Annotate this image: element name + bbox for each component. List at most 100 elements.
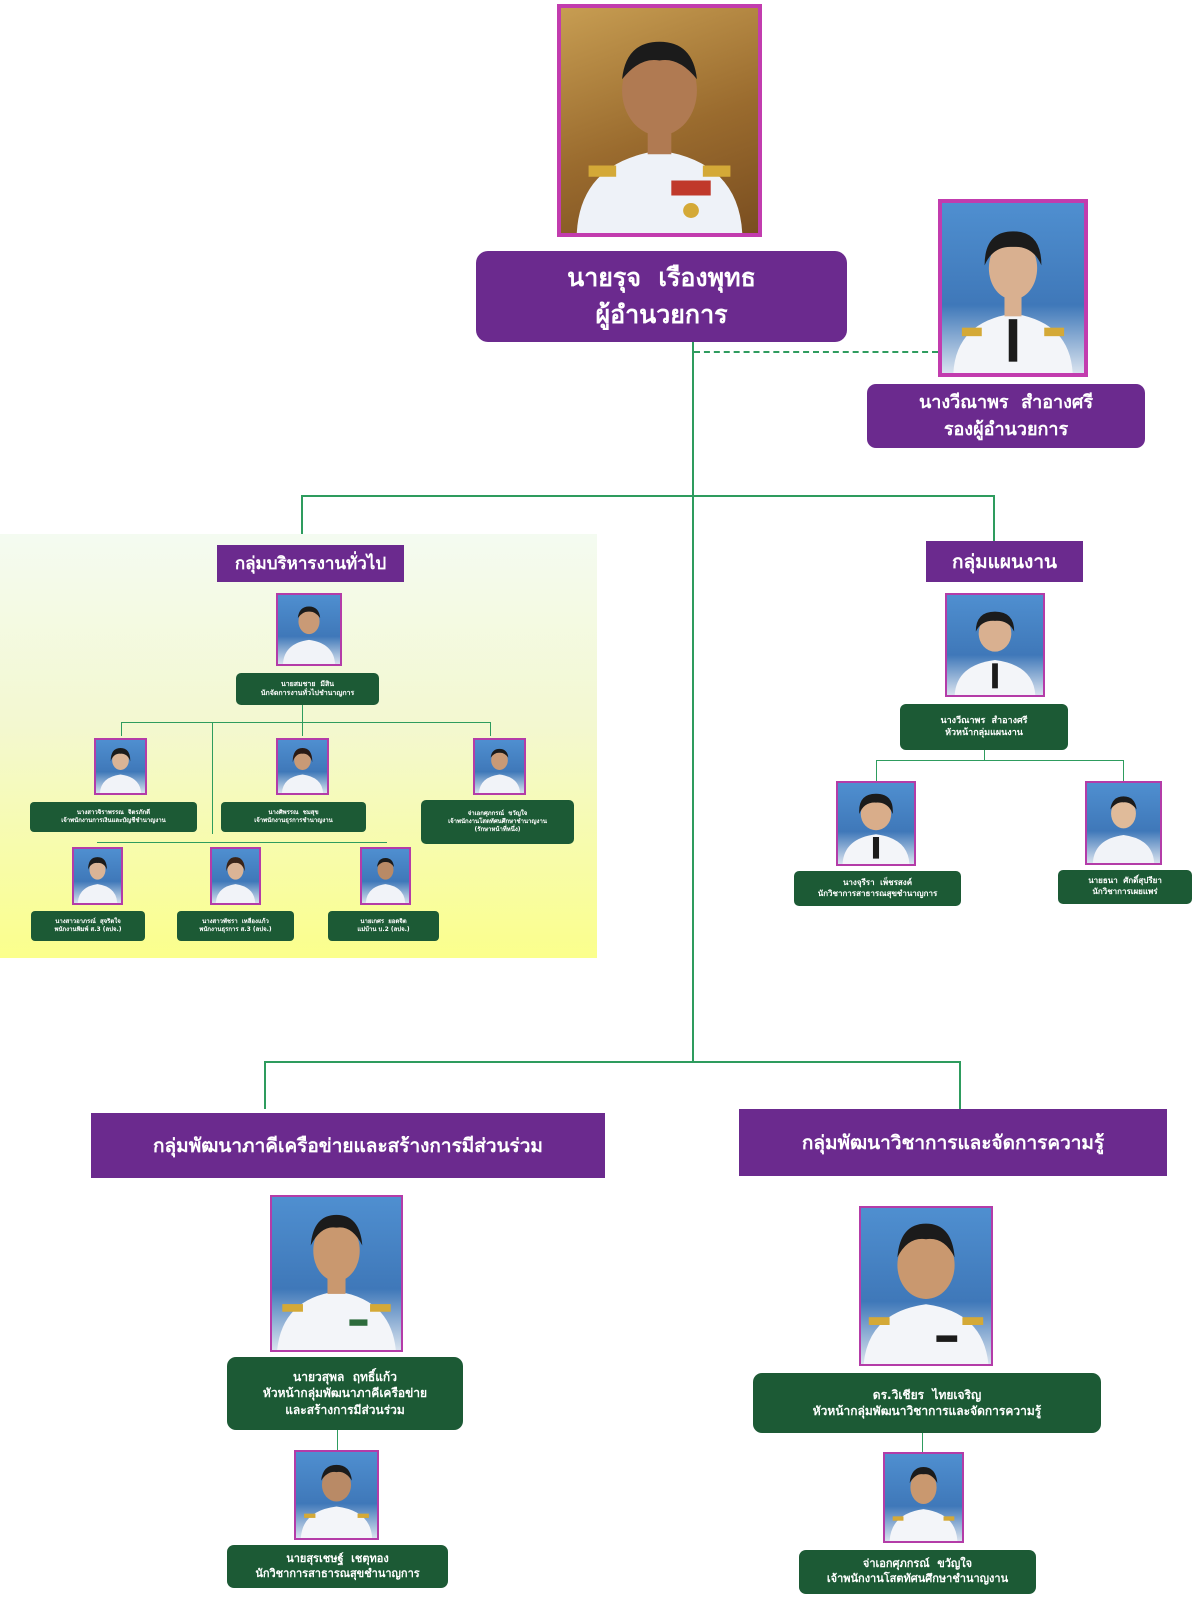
connector-network-drop: [264, 1061, 266, 1109]
admin-member-3-note: (รักษาหน้าที่หนึ่ง): [474, 826, 521, 834]
director-name: นายรุจ เรืองพุทธ: [567, 263, 756, 293]
admin-member-2-title: เจ้าพนักงานธุรการชำนาญงาน: [254, 817, 333, 824]
connector-deputy-dashed: [694, 351, 938, 353]
admin-member-4-name: นางสาวอาภรณ์ สุจริตใจ: [55, 917, 121, 925]
network-group-label: กลุ่มพัฒนาภาคีเครือข่ายและสร้างการมีส่วน…: [91, 1113, 605, 1178]
admin-group-label: กลุ่มบริหารงานทั่วไป: [217, 545, 404, 582]
person-portrait-icon: [478, 748, 521, 793]
admin-member-1-box: นางสาวจิราพรรณ จิตรภักดี เจ้าพนักงานการเ…: [30, 802, 197, 832]
academic-member-title: เจ้าพนักงานโสตทัศนศึกษาชำนาญงาน: [826, 1572, 1009, 1585]
admin-member-3-name: จ่าเอกศุภกรณ์ ขวัญใจ: [467, 809, 528, 817]
admin-member-4-photo: [72, 847, 123, 905]
plan-member-2-name: นายธนา ศักดิ์สุปรียา: [1088, 876, 1162, 886]
connector-admin-drop: [301, 495, 303, 549]
deputy-photo: [938, 199, 1088, 377]
person-portrait-icon: [282, 606, 336, 664]
academic-head-box: ดร.วิเชียร ไทยเจริญ หัวหน้ากลุ่มพัฒนาวิช…: [753, 1373, 1101, 1433]
network-head-title: หัวหน้ากลุ่มพัฒนาภาคีเครือข่าย: [262, 1386, 428, 1401]
academic-head-name: ดร.วิเชียร ไทยเจริญ: [872, 1387, 982, 1402]
admin-internal-drop-2: [302, 722, 303, 736]
admin-member-4-box: นางสาวอาภรณ์ สุจริตใจ พนักงานพิมพ์ ส.3 (…: [31, 911, 145, 941]
plan-member-2-title: นักวิชาการเผยแพร่: [1092, 887, 1158, 896]
admin-group-panel: กลุ่มบริหารงานทั่วไป นายสมชาย มีสิน นักจ…: [0, 534, 597, 958]
network-head-name: นายวสุพล ฤทธิ์แก้ว: [293, 1370, 397, 1385]
plan-head-photo: [945, 593, 1045, 697]
admin-member-5-title: พนักงานธุรการ ส.3 (ลปจ.): [199, 926, 272, 933]
plan-internal-horizontal: [876, 760, 1124, 761]
admin-internal-branch-vertical: [212, 722, 213, 834]
network-member-title: นักวิชาการสาธารณสุขชำนาญการ: [255, 1566, 420, 1580]
admin-internal-horizontal: [121, 722, 490, 723]
plan-member-1-photo: [836, 781, 916, 866]
admin-head-box: นายสมชาย มีสิน นักจัดการงานทั่วไปชำนาญกา…: [236, 673, 379, 705]
person-portrait-icon: [954, 611, 1036, 695]
plan-member-2-photo: [1085, 781, 1162, 865]
person-portrait-icon: [863, 1223, 989, 1364]
admin-internal-drop-3: [490, 722, 491, 736]
person-portrait-icon: [1092, 796, 1155, 863]
admin-head-title: นักจัดการงานทั่วไปชำนาญการ: [260, 689, 355, 697]
person-portrait-icon: [842, 793, 910, 864]
person-portrait-icon: [953, 231, 1073, 373]
plan-group-label: กลุ่มแผนงาน: [926, 541, 1083, 582]
person-portrait-icon: [99, 747, 142, 793]
admin-member-4-title: พนักงานพิมพ์ ส.3 (ลปจ.): [54, 926, 122, 933]
admin-head-name: นายสมชาย มีสิน: [280, 679, 335, 688]
admin-member-6-box: นายเกศร ยอดจิต แม่บ้าน บ.2 (ลปจ.): [328, 911, 439, 941]
academic-internal-vertical: [922, 1433, 923, 1453]
admin-internal-drop-1: [121, 722, 122, 736]
admin-member-5-box: นางสาวพัชรา เหลืองแก้ว พนักงานธุรการ ส.3…: [177, 911, 294, 941]
network-head-box: นายวสุพล ฤทธิ์แก้ว หัวหน้ากลุ่มพัฒนาภาคี…: [227, 1357, 463, 1430]
person-portrait-icon: [77, 857, 118, 903]
director-name-box: นายรุจ เรืองพุทธ ผู้อำนวยการ: [476, 251, 847, 342]
plan-member-2-box: นายธนา ศักดิ์สุปรียา นักวิชาการเผยแพร่: [1058, 870, 1192, 904]
academic-head-photo: [859, 1206, 993, 1366]
director-title: ผู้อำนวยการ: [595, 299, 728, 329]
connector-plan-drop: [993, 495, 995, 548]
network-internal-vertical: [337, 1430, 338, 1450]
person-portrait-icon: [300, 1464, 373, 1538]
person-portrait-icon: [277, 1214, 396, 1350]
deputy-name-box: นางวีณาพร สำอางศรี รองผู้อำนวยการ: [867, 384, 1145, 448]
person-portrait-icon: [365, 858, 406, 903]
plan-internal-vertical: [984, 750, 985, 760]
connector-academic-drop: [959, 1061, 961, 1109]
admin-member-5-photo: [210, 847, 261, 905]
person-portrait-icon: [281, 747, 324, 793]
admin-member-6-photo: [360, 847, 411, 905]
network-member-photo: [294, 1450, 379, 1540]
plan-member-1-name: นางจุรีรา เพ็ชรสงค์: [842, 877, 913, 887]
person-portrait-icon: [889, 1467, 958, 1541]
plan-head-box: นางวีณาพร สำอางศรี หัวหน้ากลุ่มแผนงาน: [900, 704, 1068, 750]
network-member-name: นายสุรเชษฐ์ เชตุทอง: [286, 1551, 389, 1565]
admin-member-1-title: เจ้าพนักงานการเงินและบัญชีชำนาญงาน: [61, 817, 166, 824]
admin-member-2-name: นางศิพรรณ ชมสุข: [268, 808, 319, 816]
academic-head-title: หัวหน้ากลุ่มพัฒนาวิชาการและจัดการความรู้: [812, 1404, 1042, 1418]
admin-member-6-title: แม่บ้าน บ.2 (ลปจ.): [357, 926, 410, 933]
admin-internal-branch-horizontal: [97, 842, 387, 843]
admin-member-1-name: นางสาวจิราพรรณ จิตรภักดี: [76, 808, 151, 816]
network-head-title-2: และสร้างการมีส่วนร่วม: [285, 1402, 405, 1417]
academic-member-name: จ่าเอกศุภกรณ์ ขวัญใจ: [862, 1557, 973, 1571]
admin-member-1-photo: [94, 738, 147, 795]
admin-member-3-photo: [473, 738, 526, 795]
plan-head-name: นางวีณาพร สำอางศรี: [940, 715, 1028, 726]
admin-member-2-box: นางศิพรรณ ชมสุข เจ้าพนักงานธุรการชำนาญงา…: [221, 802, 366, 832]
person-portrait-icon: [576, 41, 743, 233]
person-portrait-icon: [215, 857, 256, 903]
admin-member-3-title: เจ้าพนักงานโสตทัศนศึกษาชำนาญงาน: [448, 817, 547, 825]
admin-member-6-name: นายเกศร ยอดจิต: [360, 917, 407, 925]
admin-member-3-box: จ่าเอกศุภกรณ์ ขวัญใจ เจ้าพนักงานโสตทัศนศ…: [421, 800, 574, 844]
admin-member-5-name: นางสาวพัชรา เหลืองแก้ว: [202, 917, 269, 925]
academic-member-box: จ่าเอกศุภกรณ์ ขวัญใจ เจ้าพนักงานโสตทัศนศ…: [799, 1550, 1036, 1594]
plan-internal-drop-2: [1123, 760, 1124, 781]
plan-internal-drop-1: [876, 760, 877, 781]
academic-member-photo: [883, 1452, 964, 1543]
network-member-box: นายสุรเชษฐ์ เชตุทอง นักวิชาการสาธารณสุขช…: [227, 1545, 448, 1588]
plan-member-1-box: นางจุรีรา เพ็ชรสงค์ นักวิชาการสาธารณสุขช…: [794, 871, 961, 906]
network-head-photo: [270, 1195, 403, 1352]
admin-head-photo: [276, 593, 342, 666]
deputy-title: รองผู้อำนวยการ: [943, 419, 1069, 440]
academic-group-label: กลุ่มพัฒนาวิชาการและจัดการความรู้: [739, 1109, 1167, 1176]
connector-upper-horizontal: [301, 495, 995, 497]
